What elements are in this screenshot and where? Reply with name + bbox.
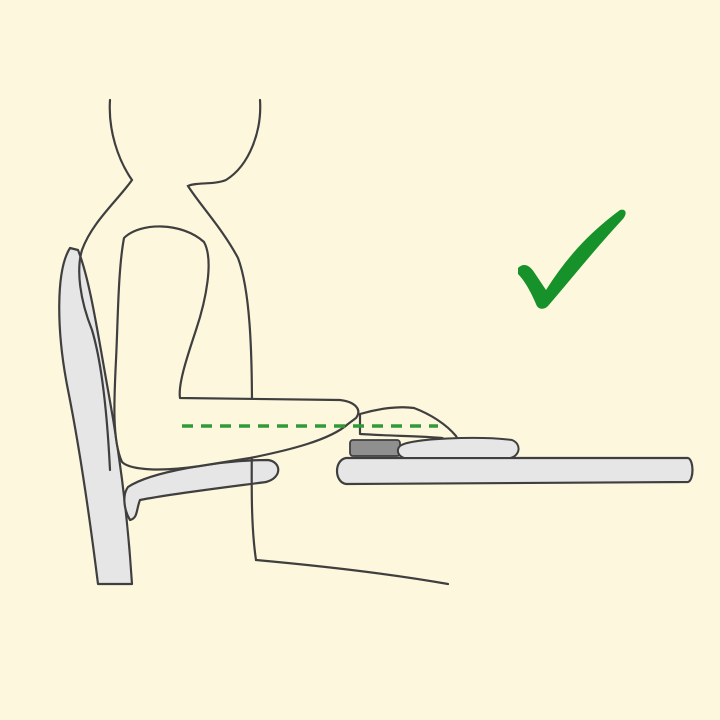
person-hand-outline bbox=[358, 406, 459, 443]
mousepad bbox=[396, 437, 520, 459]
chair-backrest bbox=[58, 246, 134, 586]
check-mark-icon bbox=[518, 209, 626, 309]
desk-surface bbox=[335, 456, 694, 486]
person-arm-outline bbox=[113, 225, 360, 471]
person-neck-back-outline bbox=[186, 98, 450, 586]
wrist-rest-pad bbox=[349, 439, 401, 457]
person-torso-outline bbox=[78, 98, 134, 472]
